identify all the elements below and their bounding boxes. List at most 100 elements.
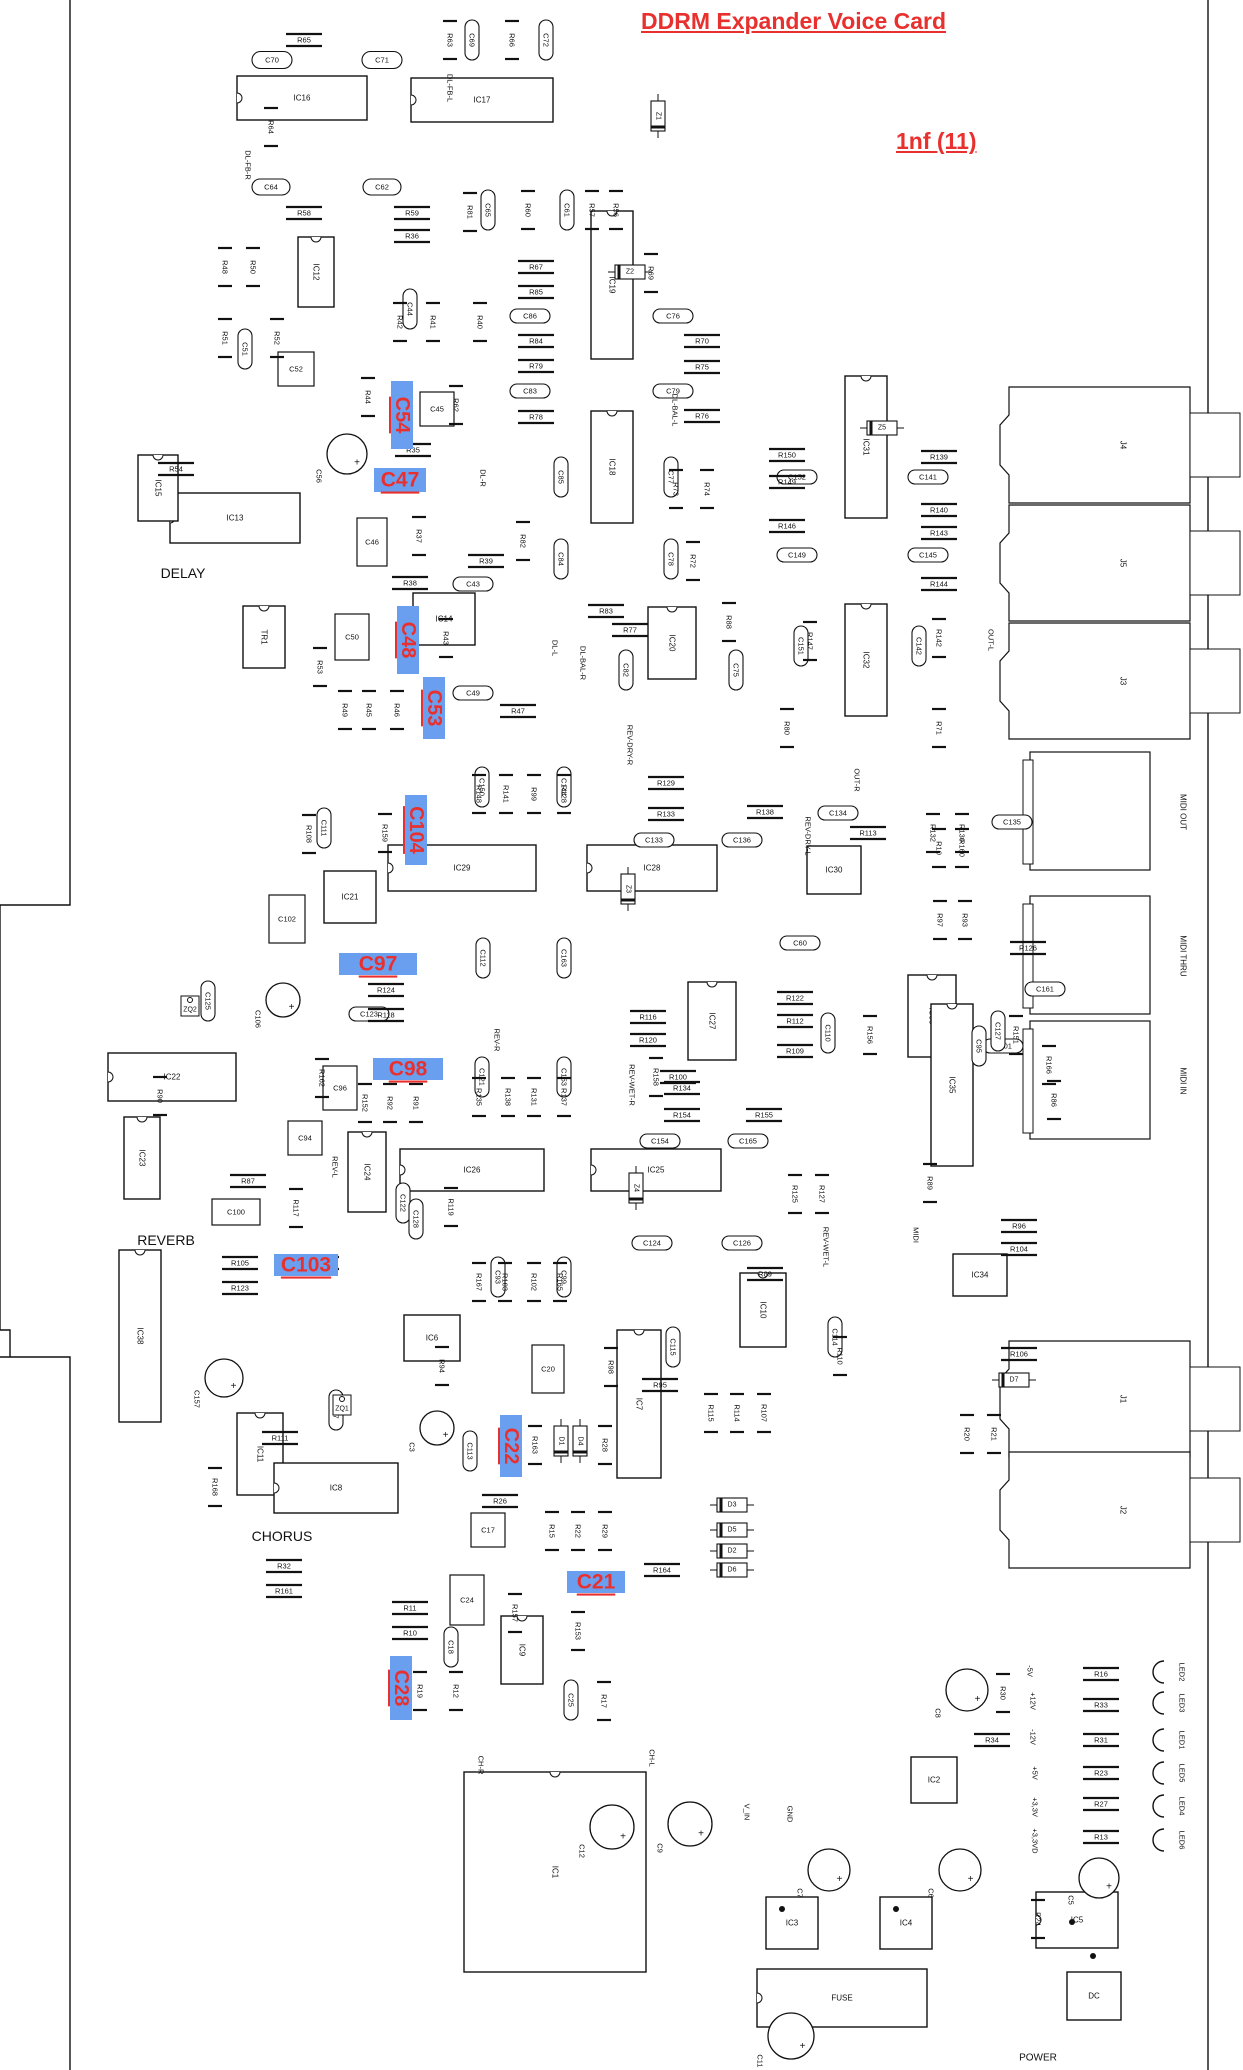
capacitor-label: C95 — [975, 1039, 984, 1053]
resistor — [286, 32, 322, 48]
resistor-label: R143 — [930, 529, 948, 538]
resistor-label: R94 — [438, 1359, 447, 1373]
resistor-label: R19 — [416, 1684, 425, 1698]
capacitor-label: C106 — [254, 1010, 263, 1028]
resistor — [780, 707, 794, 749]
net-label: OUT-R — [853, 768, 862, 792]
capacitor — [633, 832, 675, 848]
resistor-label: R155 — [755, 1111, 773, 1120]
resistor-label: R54 — [169, 465, 183, 474]
resistor — [987, 1413, 1001, 1455]
resistor — [262, 1430, 298, 1446]
capacitor-label: C45 — [430, 405, 444, 414]
capacitor — [971, 1025, 987, 1067]
ic-label: IC11 — [256, 1446, 265, 1463]
capacitor-label: C8 — [934, 1708, 943, 1718]
resistor-label: R134 — [673, 1084, 691, 1093]
crystal-label: ZQ1 — [335, 1406, 349, 1413]
ic-label: IC35 — [948, 1077, 957, 1094]
resistor-label: R159 — [381, 824, 390, 842]
led — [1152, 1660, 1165, 1684]
resistor — [1083, 1666, 1119, 1682]
diode-label: D1 — [558, 1437, 565, 1446]
diode — [710, 1543, 754, 1559]
resistor-label: R108 — [305, 825, 314, 843]
resistor-label: R146 — [778, 522, 796, 531]
ic-label: IC26 — [464, 1166, 481, 1175]
resistor — [264, 106, 278, 148]
capacitor-label: C44 — [406, 302, 415, 316]
resistor-label: R115 — [707, 1404, 716, 1421]
resistor — [557, 1076, 571, 1118]
resistor — [392, 1600, 428, 1616]
resistor-label: R103 — [501, 1273, 510, 1291]
resistor-label: R77 — [623, 626, 637, 635]
led-label: LED3 — [1178, 1694, 1187, 1713]
resistor — [1031, 1898, 1045, 1940]
highlight-label: C48 — [397, 622, 419, 659]
resistor-label: R78 — [529, 413, 543, 422]
capacitor — [618, 649, 634, 691]
resistor — [1001, 1346, 1037, 1362]
resistor — [394, 205, 430, 221]
resistor — [932, 617, 946, 659]
resistor-label: R154 — [673, 1111, 691, 1120]
diode — [553, 1419, 569, 1463]
ic-chip — [910, 1756, 958, 1804]
resistor-label: R34 — [985, 1736, 999, 1745]
resistor — [777, 1013, 813, 1029]
resistor-label: R164 — [653, 1566, 671, 1575]
highlighted-component — [339, 953, 417, 975]
capacitor — [452, 576, 494, 592]
page-subtitle: 1nf (11) — [896, 128, 977, 154]
resistor-label: R63 — [446, 33, 455, 47]
capacitor — [490, 1256, 506, 1298]
resistor-label: R89 — [758, 1270, 772, 1279]
section-label: CHORUS — [252, 1528, 313, 1544]
resistor-label: R52 — [273, 331, 282, 345]
pin1-dot — [893, 1906, 899, 1912]
capacitor — [793, 625, 809, 667]
pin1-dot — [1090, 1953, 1096, 1959]
capacitor-label: C136 — [733, 836, 751, 845]
highlight-label: C54 — [391, 397, 413, 435]
section-label: REVERB — [137, 1232, 195, 1248]
capacitor — [356, 517, 388, 567]
polarity-mark: + — [231, 1381, 237, 1392]
ic-chip — [806, 845, 862, 895]
resistor-label: R22 — [574, 1524, 583, 1538]
resistor-label: R37 — [415, 529, 424, 543]
ic-label: IC34 — [972, 1271, 989, 1280]
capacitor-label: C64 — [264, 183, 278, 192]
polarity-mark: + — [975, 1694, 981, 1705]
resistor-label: R153 — [574, 1622, 583, 1640]
capacitor — [663, 538, 679, 580]
polarity-mark: + — [800, 2041, 806, 2052]
ic-label: IC30 — [826, 866, 843, 875]
resistor-label: R51 — [221, 331, 230, 345]
capacitor-label: C102 — [278, 915, 296, 924]
resistor — [612, 622, 648, 638]
resistor-label: R90 — [156, 1089, 165, 1103]
diode — [650, 94, 666, 138]
resistor — [921, 502, 957, 518]
ic-label: IC2 — [928, 1776, 941, 1785]
resistor-label: R123 — [231, 1284, 249, 1293]
resistor — [777, 990, 813, 1006]
polarity-mark: + — [968, 1874, 974, 1885]
resistor — [246, 246, 260, 288]
capacitor-label: C78 — [667, 552, 676, 566]
diode — [628, 1166, 644, 1210]
led-label: LED6 — [1178, 1831, 1187, 1850]
ic-chip — [930, 1003, 974, 1167]
ic-label: IC19 — [608, 277, 617, 294]
jack-connector — [999, 1340, 1241, 1458]
capacitor — [480, 189, 496, 231]
capacitor — [991, 814, 1033, 830]
polarity-mark: + — [698, 1828, 704, 1839]
resistor — [545, 1510, 559, 1552]
resistor — [923, 1162, 937, 1204]
resistor-label: R137 — [560, 1088, 569, 1106]
ic-chip — [590, 410, 634, 524]
resistor — [518, 409, 554, 425]
